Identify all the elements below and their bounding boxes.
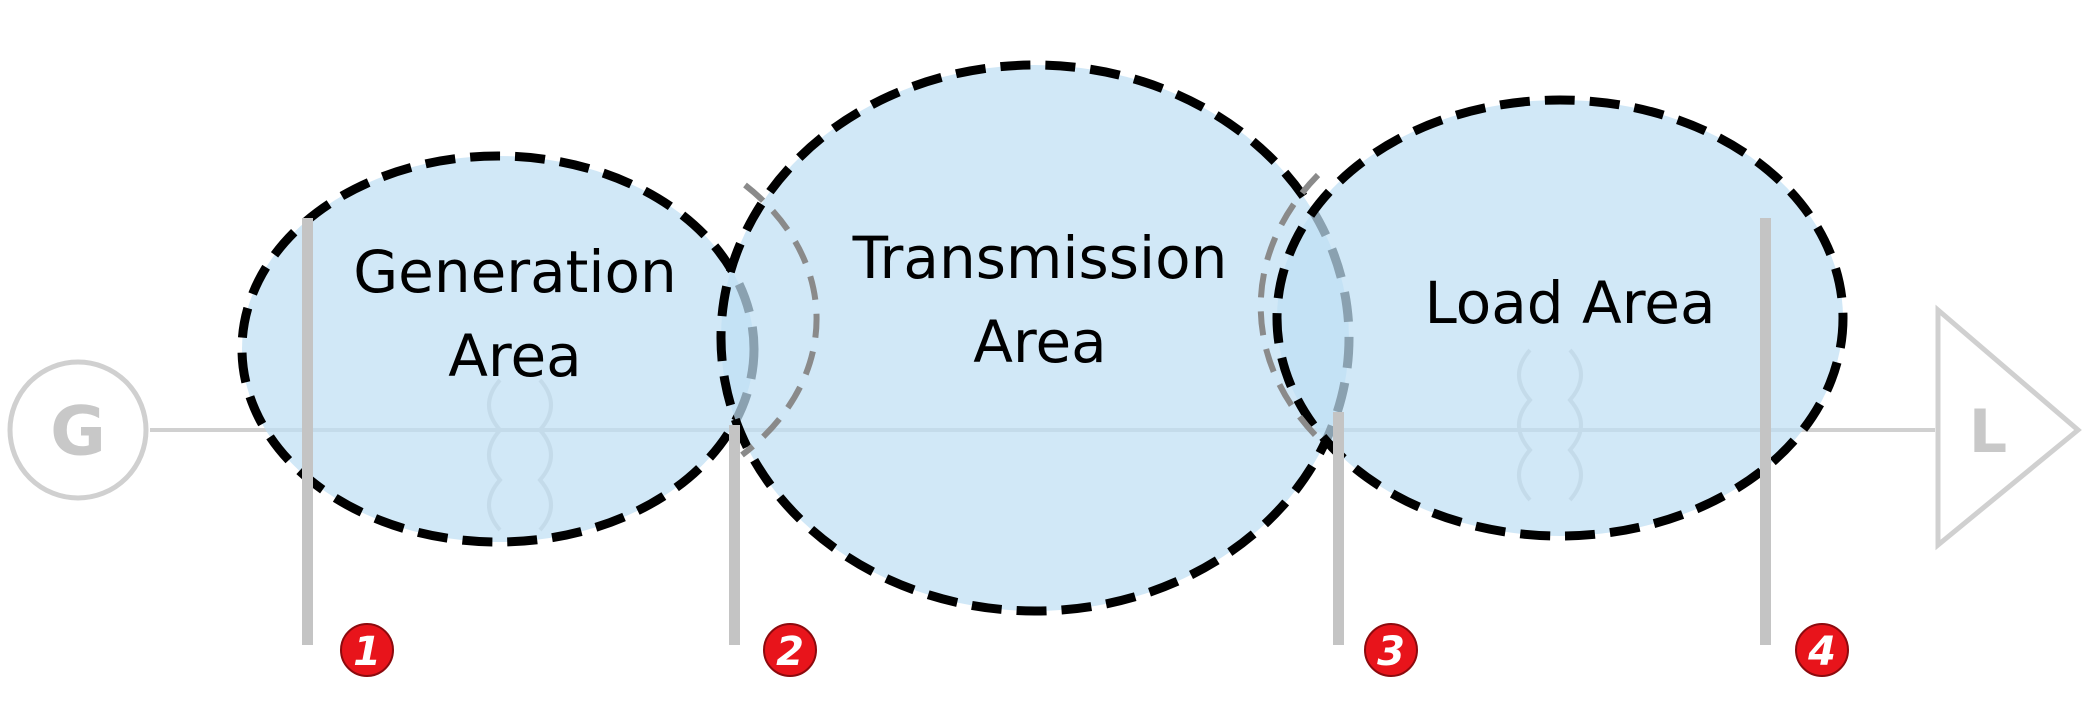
- marker-1-number: 1: [353, 629, 381, 675]
- bus-bar-3: [1333, 412, 1344, 645]
- numbered-markers: 1 2 3 4: [340, 623, 1849, 677]
- load-symbol: L: [1935, 304, 2082, 551]
- marker-4: 4: [1795, 623, 1849, 677]
- generator-symbol: G: [7, 359, 149, 501]
- area-labels: Generation Area Transmission Area Load A…: [353, 224, 1715, 390]
- overlap-arc-left: [740, 182, 820, 458]
- load-area-ellipse: [1272, 95, 1848, 541]
- generation-area-label-line1: Generation: [353, 238, 677, 306]
- marker-3: 3: [1364, 623, 1418, 677]
- bus-bar-2: [729, 425, 740, 645]
- circuit-background: G L: [7, 304, 2082, 551]
- marker-4-number: 4: [1807, 629, 1836, 675]
- load-area-label: Load Area: [1424, 269, 1715, 337]
- marker-2: 2: [763, 623, 817, 677]
- marker-2-number: 2: [776, 629, 804, 675]
- area-ellipses: [237, 60, 1848, 616]
- marker-1: 1: [340, 623, 394, 677]
- bus-bars: [302, 218, 1771, 645]
- transmission-area-label-line2: Area: [973, 308, 1106, 376]
- marker-3-number: 3: [1377, 629, 1405, 675]
- transmission-area-label-line1: Transmission: [852, 224, 1228, 292]
- bus-bar-4: [1760, 218, 1771, 645]
- bus-bar-1: [302, 218, 313, 645]
- overlap-arc-right: [1257, 172, 1323, 443]
- generation-area-label-line2: Area: [448, 322, 581, 390]
- load-label: L: [1969, 397, 2007, 467]
- generator-label: G: [50, 393, 106, 472]
